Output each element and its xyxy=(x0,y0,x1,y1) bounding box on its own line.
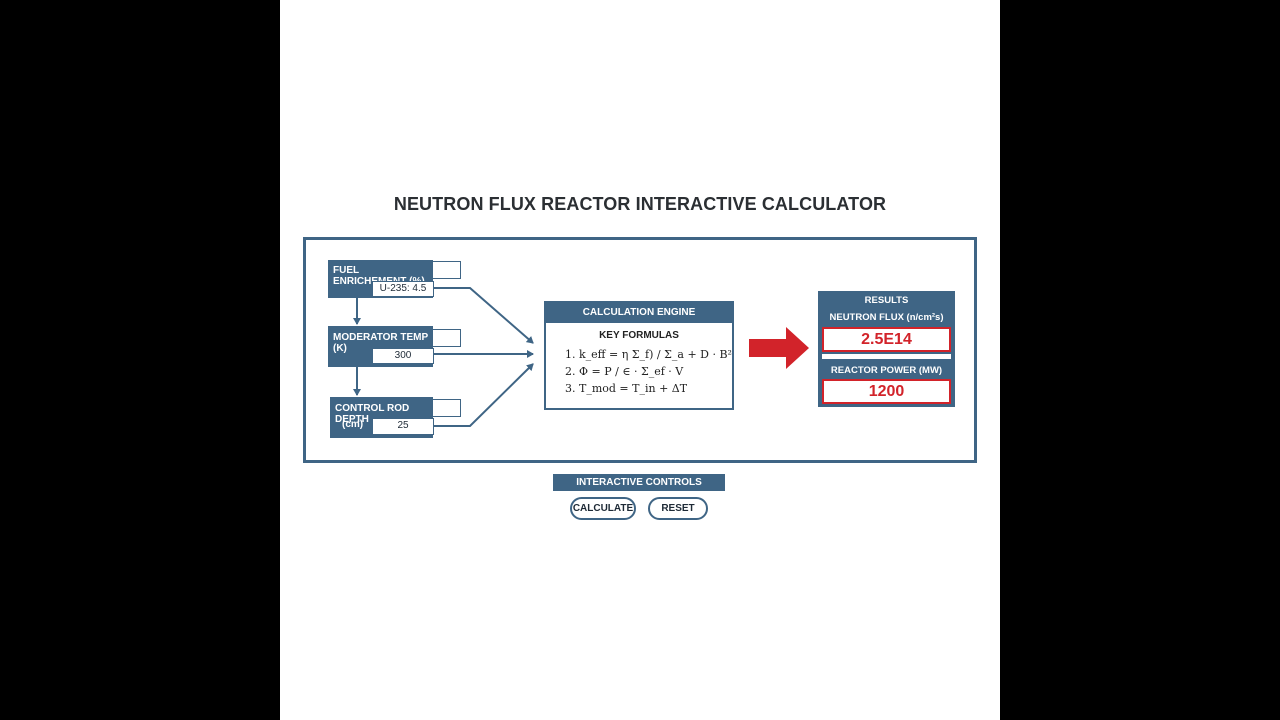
results-panel: RESULTS NEUTRON FLUX (n/cm²s) 2.5E14 REA… xyxy=(818,291,955,407)
flow-connectors xyxy=(353,287,809,427)
moderator-temp-label: MODERATOR TEMP (K) xyxy=(333,332,429,354)
fuel-enrichment-input[interactable]: U-235: 4.5 xyxy=(372,281,434,297)
formula-2: 2. Φ = P / ∈ · Σ_ef · V xyxy=(565,365,684,378)
engine-title: CALCULATION ENGINE xyxy=(546,303,732,323)
page-title: NEUTRON FLUX REACTOR INTERACTIVE CALCULA… xyxy=(393,194,887,214)
calculator-canvas: NEUTRON FLUX REACTOR INTERACTIVE CALCULA… xyxy=(280,0,1000,720)
moderator-label-tab xyxy=(431,329,461,347)
reactor-power-label: REACTOR POWER (MW) xyxy=(830,365,943,376)
results-title: RESULTS xyxy=(864,295,909,306)
control-rod-input[interactable]: 25 xyxy=(372,418,434,435)
calculation-engine-panel: CALCULATION ENGINE KEY FORMULAS 1. k_eff… xyxy=(544,301,734,410)
formula-3: 3. T_mod = T_in + ΔT xyxy=(565,382,688,395)
rod-to-engine-connector xyxy=(433,363,534,427)
reset-button[interactable]: RESET xyxy=(648,497,708,520)
results-divider xyxy=(822,354,951,359)
neutron-flux-value: 2.5E14 xyxy=(822,327,951,352)
fuel-label-tab xyxy=(431,261,461,279)
diagram-frame xyxy=(303,237,977,463)
control-rod-label: CONTROL ROD DEPTH xyxy=(335,403,410,425)
rod-label-tab xyxy=(431,399,461,417)
reactor-power-value: 1200 xyxy=(822,379,951,404)
fuel-to-engine-connector xyxy=(433,287,534,344)
right-arrow-icon xyxy=(749,327,809,369)
calculate-button[interactable]: CALCULATE xyxy=(570,497,636,520)
key-formulas-heading: KEY FORMULAS xyxy=(599,330,679,341)
moderator-temp-input[interactable]: 300 xyxy=(372,348,434,364)
control-rod-unit: (cm) xyxy=(342,419,364,430)
interactive-controls-header: INTERACTIVE CONTROLS xyxy=(553,474,725,491)
formula-1: 1. k_eff = η Σ_f) / Σ_a + D · B² xyxy=(565,348,732,361)
neutron-flux-label: NEUTRON FLUX (n/cm²s) xyxy=(829,312,944,323)
